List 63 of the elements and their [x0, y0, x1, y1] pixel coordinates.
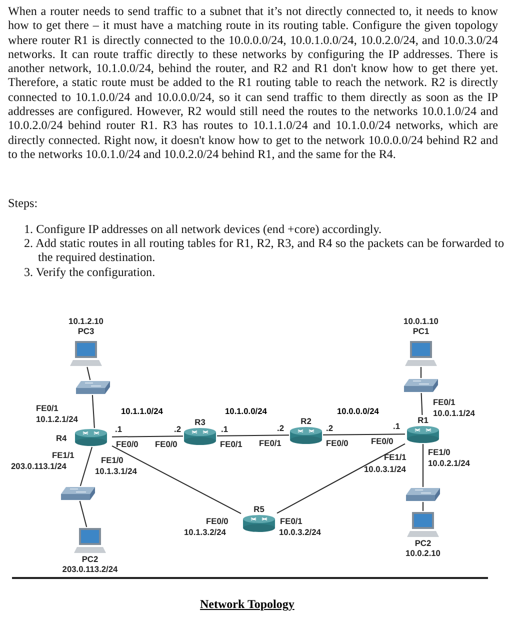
- device-name: R5: [252, 504, 266, 514]
- device-name: R3: [194, 417, 206, 427]
- interface-label: FE0/1: [220, 439, 242, 449]
- steps-heading: Steps:: [8, 196, 38, 210]
- interface-label: FE0/0: [206, 516, 228, 526]
- device-name: PC1: [412, 326, 430, 336]
- device-name: PC3: [76, 326, 96, 336]
- interface-label: FE0/1: [259, 438, 282, 448]
- device-name: R1: [416, 415, 430, 425]
- address-label: 10.0.3.2/24: [279, 527, 321, 537]
- interface-label: FE0/1: [433, 397, 456, 407]
- address-label: 10.1.2.1/24: [36, 414, 78, 424]
- address-label: .2: [174, 424, 181, 434]
- ip-address-label: 203.0.113.2/24: [61, 564, 119, 574]
- network-label: 10.0.0.0/24: [336, 406, 380, 416]
- address-label: 10.1.3.1/24: [95, 466, 137, 476]
- address-label: 10.0.3.1/24: [364, 464, 406, 474]
- interface-label: FE0/0: [155, 439, 178, 449]
- network-link: [92, 394, 95, 428]
- network-link: [322, 434, 406, 436]
- device-name: PC2: [80, 554, 100, 564]
- interface-label: FE1/1: [384, 452, 406, 462]
- device-name: R4: [56, 432, 67, 442]
- interface-label: FE1/0: [428, 447, 450, 457]
- address-label: 203.0.113.1/24: [11, 461, 66, 471]
- caption: Network Topology: [200, 597, 294, 612]
- address-label: 10.1.3.2/24: [184, 527, 226, 537]
- network-link: [422, 502, 424, 512]
- step-text: 3. Verify the configuration.: [24, 265, 156, 280]
- network-link: [86, 366, 91, 380]
- network-link: [112, 445, 242, 514]
- address-label: .1: [393, 421, 400, 431]
- address-label: .1: [221, 424, 228, 434]
- network-link: [276, 443, 406, 514]
- network-link: [79, 500, 88, 528]
- device-name: R2: [300, 416, 312, 426]
- ip-address-label: 10.0.1.10: [402, 316, 440, 326]
- network-link: [420, 366, 422, 378]
- address-label: 10.0.2.1/24: [428, 458, 470, 468]
- network-link: [420, 392, 423, 416]
- address-label: 10.0.1.1/24: [433, 408, 475, 418]
- network-link: [216, 434, 290, 436]
- network-link: [112, 436, 184, 438]
- interface-label: FE0/1: [280, 516, 302, 526]
- interface-label: FE1/1: [52, 450, 74, 460]
- ip-address-label: 10.1.2.10: [68, 316, 104, 326]
- device-name: PC2: [414, 538, 432, 548]
- interface-label: FE0/0: [371, 436, 394, 446]
- step-text: 1. Configure IP addresses on all network devices (end +core) accordingly.: [24, 222, 383, 236]
- paragraph: When a router needs to send traffic to a subnet that it’s not directly connected to, it needs to know how to get there – it must have a matching route in its routing table. Configure the given topology where router R1 is directly connected to the 10.0.0.0/24, 10.0.1.0.0/24, 10.0.2.0/24, and 10.0.3.0/24 networks. It can route traffic directly to these networks by configuring the IP addresses. There is another network, 10.1.0.0/24, behind the router, and R2 and R1 don't know how to get there yet. Therefore, a static route must be added to the R1 routing table to reach the network. R2 is directly connected to 10.1.0.0/24 and 10.0.0.0/24, so it can send traffic to them directly as soon as the IP addresses are configured. However, R2 would still need the routes to the networks 10.0.1.0/24 and 10.0.2.0/24 behind router R1. R3 has routes to 10.1.1.0/24 and 10.1.0.0/24 networks, which are directly connected. Right now, it doesn't know how to get to the network 10.0.0.0/24 behind R2 and to the networks 10.0.1.0/24 and 10.0.2.0/24 behind R1, and the same for the R4.: [8, 4, 498, 162]
- step-text: 2. Add static routes in all routing tables for R1, R2, R3, and R4 so the packets can be forwarded to the required destination.: [24, 236, 504, 265]
- address-label: .2: [326, 423, 333, 433]
- network-label: 10.1.0.0/24: [224, 406, 268, 416]
- address-label: .2: [277, 423, 284, 433]
- interface-label: FE1/0: [101, 455, 124, 465]
- network-link: [422, 444, 424, 488]
- interface-label: FE0/1: [36, 403, 58, 413]
- ip-address-label: 10.0.2.10: [404, 548, 442, 558]
- address-label: .1: [115, 424, 122, 434]
- interface-label: FE0/0: [326, 438, 348, 448]
- network-link: [80, 446, 93, 486]
- network-label: 10.1.1.0/24: [120, 406, 164, 416]
- interface-label: FE0/0: [116, 439, 138, 449]
